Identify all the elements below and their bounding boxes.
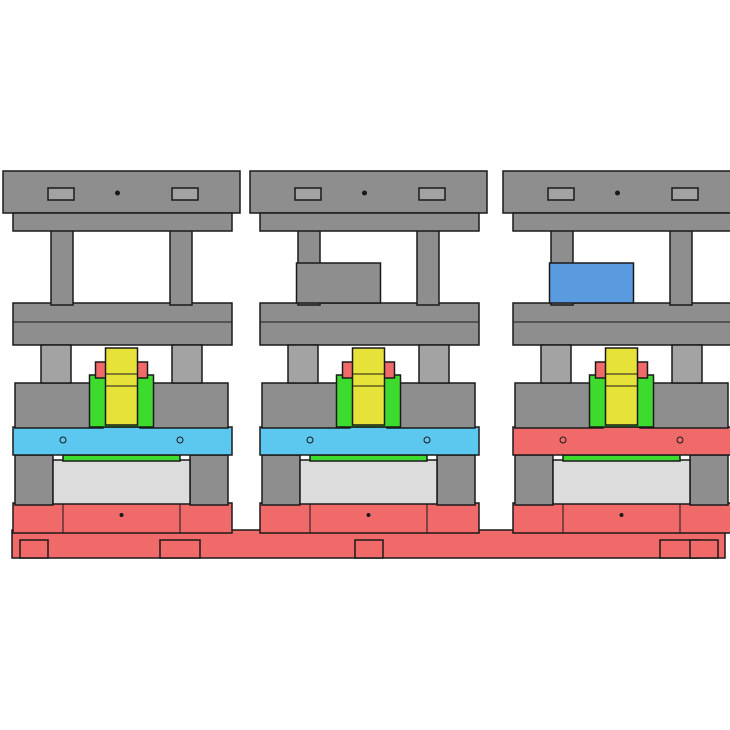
station-2-top-mark bbox=[362, 190, 367, 196]
station-3-spacer-left bbox=[540, 344, 572, 384]
station-3-die-base bbox=[512, 502, 730, 534]
station-1-stripper-bolt-left bbox=[59, 436, 67, 444]
station-1-lower-part-strip bbox=[62, 454, 181, 462]
station-1-lower-left-pillar-block bbox=[14, 454, 54, 506]
station-1-spacer-left bbox=[40, 344, 72, 384]
station-3-top-bolt-left bbox=[547, 187, 575, 201]
station-3-lower-part-strip bbox=[562, 454, 681, 462]
station-1-spacer-right bbox=[171, 344, 203, 384]
station-3-stripper-bolt-left bbox=[559, 436, 567, 444]
base-foot-2 bbox=[159, 539, 201, 559]
station-2-stripper-bolt-left bbox=[306, 436, 314, 444]
station-3-lower-window bbox=[552, 459, 691, 505]
base-foot-1 bbox=[19, 539, 49, 559]
station-1-die-block-left bbox=[14, 382, 104, 429]
station-2-stripper-plate bbox=[259, 426, 480, 456]
station-2-lower-left-pillar-block bbox=[261, 454, 301, 506]
station-3-top-bolt-right bbox=[671, 187, 699, 201]
station-3-spacer-right bbox=[671, 344, 703, 384]
station-3-lower-right-pillar-block bbox=[689, 454, 729, 506]
base-foot-5 bbox=[689, 539, 719, 559]
station-3-upper-block bbox=[548, 262, 635, 304]
station-1-top-bolt-left bbox=[47, 187, 75, 201]
station-3-top-mark bbox=[615, 190, 620, 196]
station-2-lower-window bbox=[299, 459, 438, 505]
station-1-punch-holder-plate bbox=[12, 302, 233, 346]
station-3-top-plate-lower bbox=[512, 212, 730, 232]
station-1-die-base-dot bbox=[119, 513, 124, 517]
station-3-stripper-plate bbox=[512, 426, 730, 456]
station-1-top-plate bbox=[2, 170, 241, 214]
station-2-upper-block bbox=[295, 262, 382, 304]
base-foot-3 bbox=[354, 539, 384, 559]
station-1-stripper-bolt-right bbox=[176, 436, 184, 444]
station-1-lower-window bbox=[52, 459, 191, 505]
station-2-spacer-right bbox=[418, 344, 450, 384]
station-1-top-plate-lower bbox=[12, 212, 233, 232]
station-2-lower-part-strip bbox=[309, 454, 428, 462]
station-3-die-base-dot bbox=[619, 513, 624, 517]
station-3-die-block-left bbox=[514, 382, 604, 429]
station-2-lower-right-pillar-block bbox=[436, 454, 476, 506]
station-2-punch-holder-plate bbox=[259, 302, 480, 346]
station-1-die-base bbox=[12, 502, 233, 534]
station-3-punch-holder-plate bbox=[512, 302, 730, 346]
station-2-top-plate bbox=[249, 170, 488, 214]
station-2-die-base-dot bbox=[366, 513, 371, 517]
station-3-lower-left-pillar-block bbox=[514, 454, 554, 506]
station-2-die-base bbox=[259, 502, 480, 534]
station-2-top-plate-lower bbox=[259, 212, 480, 232]
station-2-die-block-right bbox=[386, 382, 476, 429]
station-1-top-bolt-right bbox=[171, 187, 199, 201]
station-1-lower-right-pillar-block bbox=[189, 454, 229, 506]
station-2-top-bolt-right bbox=[418, 187, 446, 201]
station-1-stripper-plate bbox=[12, 426, 233, 456]
station-3-die-block-right bbox=[639, 382, 729, 429]
station-2-spacer-left bbox=[287, 344, 319, 384]
station-2-stripper-bolt-right bbox=[423, 436, 431, 444]
station-1-top-mark bbox=[115, 190, 120, 196]
station-3-stripper-bolt-right bbox=[676, 436, 684, 444]
station-2-top-bolt-left bbox=[294, 187, 322, 201]
